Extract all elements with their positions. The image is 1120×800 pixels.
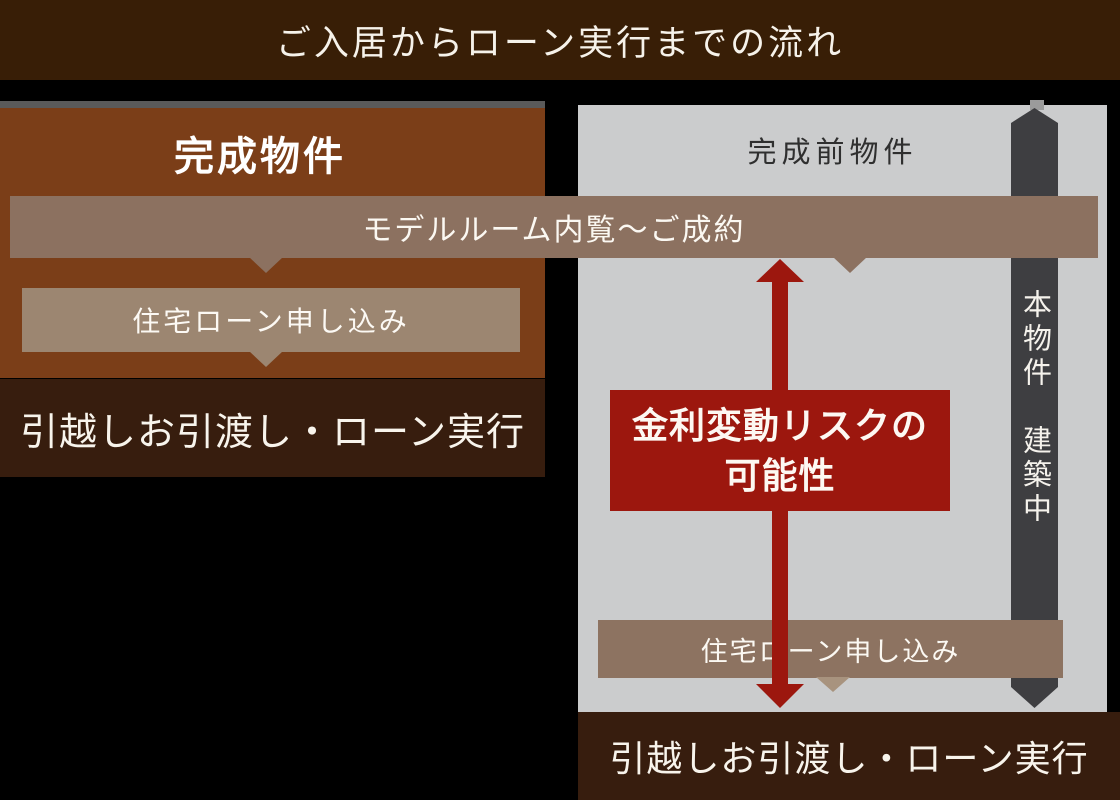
pillar-apex-square [1030,100,1044,110]
pre-completion-property-heading: 完成前物件 [747,137,918,169]
down-arrow-shaft [772,511,788,684]
left-panel-top-strip [0,101,545,108]
down-triangle-icon [249,351,283,367]
left-loan-execution-box: 引越しお引渡し・ローン実行 [0,379,545,477]
risk-box-line1: 金利変動リスクの [631,405,928,446]
down-triangle-icon [833,257,867,273]
title-bar: ご入居からローン実行までの流れ [0,0,1120,80]
right-loan-execution-box: 引越しお引渡し・ローン実行 [578,712,1120,800]
down-triangle-icon [249,257,283,273]
page-title: ご入居からローン実行までの流れ [275,23,845,63]
risk-box-line2: 可能性 [724,455,836,496]
right-loan-application-box: 住宅ローン申し込み [598,620,1063,678]
model-room-bar: モデルルーム内覧〜ご成約 [10,196,1098,258]
construction-pillar-label: 本物件 建築中 [1018,289,1051,527]
up-arrow-shaft [772,281,788,390]
down-triangle-icon [816,677,850,692]
down-arrow-icon [756,684,804,708]
left-loan-application-box: 住宅ローン申し込み [22,288,520,352]
up-arrow-icon [756,259,804,282]
completed-property-heading: 完成物件 [174,134,346,179]
interest-rate-risk-box: 金利変動リスクの 可能性 [610,390,950,511]
